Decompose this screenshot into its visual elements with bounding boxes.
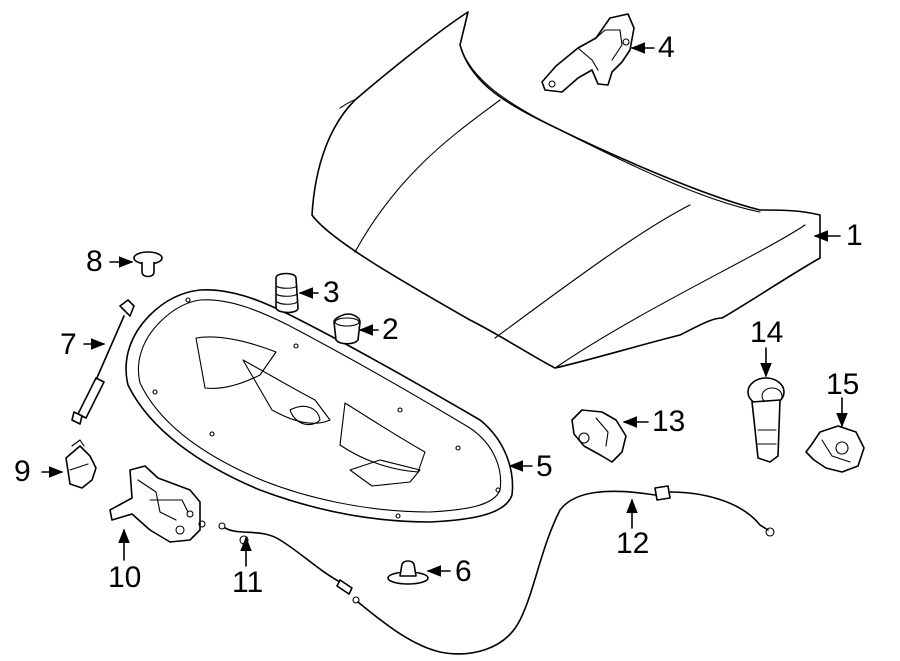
hood-latch xyxy=(109,465,206,543)
bumper-cap xyxy=(333,313,361,345)
callout-7: 7 xyxy=(60,328,77,361)
callout-4: 4 xyxy=(658,31,675,64)
callout-9: 9 xyxy=(14,455,31,488)
callout-10: 10 xyxy=(108,561,142,594)
release-handle xyxy=(571,409,627,463)
release-cable-short xyxy=(218,522,353,595)
callout-6: 6 xyxy=(455,555,472,588)
hinge xyxy=(541,13,635,93)
callout-5: 5 xyxy=(536,450,553,483)
callout-2: 2 xyxy=(382,313,399,346)
callout-3: 3 xyxy=(323,276,340,309)
hood-insulator xyxy=(125,289,514,523)
leader-arrows xyxy=(41,42,848,577)
callout-15: 15 xyxy=(826,368,860,401)
callout-1: 1 xyxy=(846,219,863,252)
hood-switch xyxy=(805,425,865,473)
push-pin-clip xyxy=(133,251,163,278)
lift-support xyxy=(71,299,135,425)
callout-13: 13 xyxy=(652,405,686,438)
callout-12: 12 xyxy=(616,527,650,560)
bumper-stop xyxy=(275,272,299,314)
callout-8: 8 xyxy=(86,245,103,278)
callout-11: 11 xyxy=(232,566,264,599)
callout-14: 14 xyxy=(750,316,784,349)
prop-rod-holder xyxy=(747,377,785,463)
hood-panel xyxy=(311,11,821,369)
grommet xyxy=(387,560,429,585)
release-cable-long xyxy=(352,485,775,655)
latch-bracket xyxy=(65,439,97,489)
